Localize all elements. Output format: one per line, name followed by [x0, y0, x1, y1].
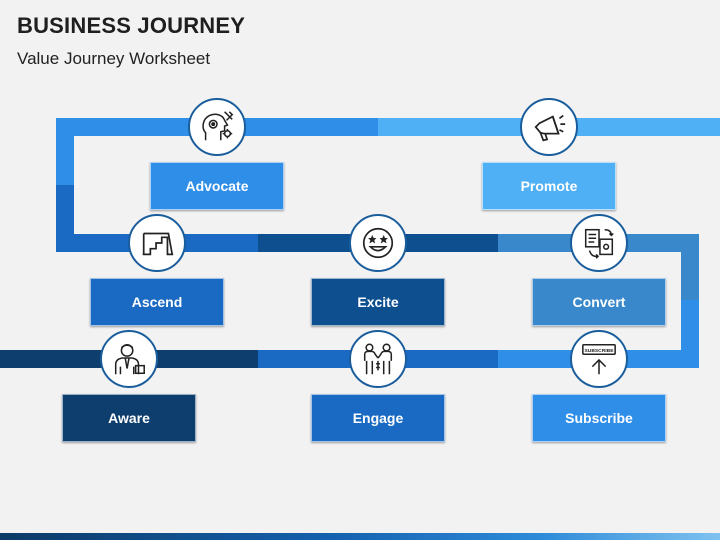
excite-circle	[349, 214, 407, 272]
convert-circle	[570, 214, 628, 272]
engage-circle	[349, 330, 407, 388]
megaphone-icon	[534, 114, 566, 142]
handshake-people-icon	[363, 343, 393, 375]
step-advocate-label: Advocate	[185, 178, 249, 194]
advocate-circle	[188, 98, 246, 156]
step-convert: Convert	[532, 278, 666, 326]
step-aware-label: Aware	[108, 410, 150, 426]
staircase-icon	[142, 232, 174, 256]
subscribe-icon-text: SUBSCRIBE	[585, 348, 615, 354]
promote-circle	[520, 98, 578, 156]
ascend-circle	[128, 214, 186, 272]
step-promote: Promote	[482, 162, 616, 210]
footer-gradient-bar	[0, 533, 720, 540]
step-advocate: Advocate	[150, 162, 284, 210]
page-subtitle: Value Journey Worksheet	[17, 49, 211, 68]
step-promote-label: Promote	[520, 178, 578, 194]
star-eyes-emoji-icon	[362, 227, 394, 259]
aware-circle	[100, 330, 158, 388]
step-aware: Aware	[62, 394, 196, 442]
step-ascend-label: Ascend	[131, 294, 183, 310]
step-excite-label: Excite	[357, 294, 399, 310]
subscribe-button-icon: SUBSCRIBE	[582, 343, 616, 375]
head-gears-icon	[202, 111, 234, 141]
businessman-icon	[114, 343, 145, 375]
document-exchange-icon	[584, 228, 614, 259]
step-ascend: Ascend	[90, 278, 224, 326]
subscribe-circle: SUBSCRIBE	[570, 330, 628, 388]
step-subscribe: Subscribe	[532, 394, 666, 442]
step-excite: Excite	[311, 278, 445, 326]
step-engage-label: Engage	[352, 410, 404, 426]
step-engage: Engage	[311, 394, 445, 442]
page-title: BUSINESS JOURNEY	[17, 13, 246, 38]
step-subscribe-label: Subscribe	[565, 410, 633, 426]
step-convert-label: Convert	[572, 294, 626, 310]
